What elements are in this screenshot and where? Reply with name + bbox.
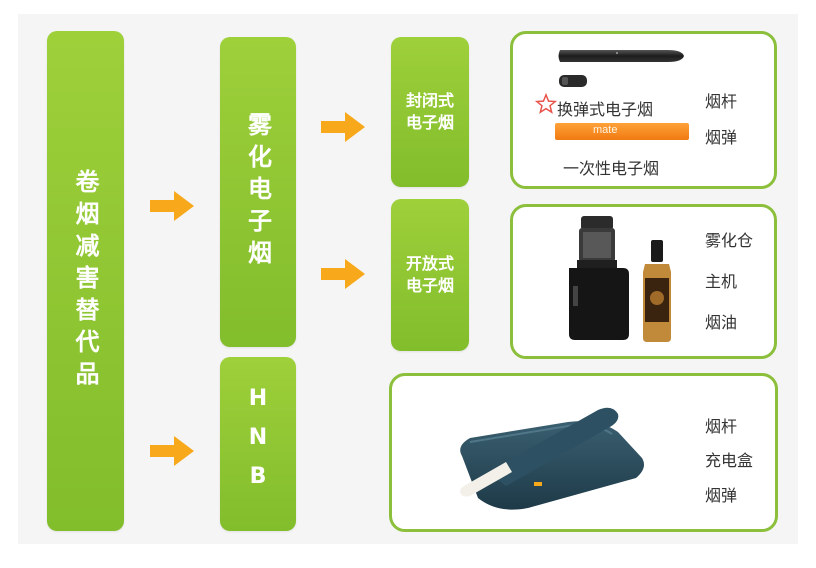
arrow-right-icon: [321, 259, 365, 289]
component-label: 主机: [705, 272, 738, 291]
component-label: 烟弹: [705, 128, 738, 147]
subtype-node-closed-label: 封闭式电子烟: [405, 91, 454, 132]
pod-cartridge-image: [559, 75, 587, 87]
root-node-label: 卷烟减害替代品: [71, 169, 99, 393]
component-label: 充电盒: [705, 451, 754, 470]
box-mod-image: [569, 216, 671, 342]
component-label: 烟杆: [705, 417, 738, 436]
subtype-node-open-label: 开放式电子烟: [405, 254, 454, 295]
hnb-device-image: [460, 407, 644, 510]
pod-device-image: [558, 50, 684, 62]
device-brand-text: mate: [593, 124, 618, 136]
variant-disposable-label: 一次性电子烟: [563, 159, 660, 178]
category-node-hnb-label: HNB: [245, 385, 271, 503]
star-icon: [535, 93, 557, 114]
category-node-hnb: HNB: [220, 357, 296, 531]
root-node: 卷烟减害替代品: [47, 31, 124, 531]
subtype-node-closed: 封闭式电子烟: [391, 37, 469, 187]
component-label: 雾化仓: [705, 231, 754, 250]
variant-refill-label: 换弹式电子烟: [557, 100, 654, 119]
component-label: 烟油: [705, 313, 738, 332]
arrow-right-icon: [321, 112, 365, 142]
category-node-vape: 雾化电子烟: [220, 37, 296, 347]
component-label: 烟杆: [705, 92, 738, 111]
arrow-right-icon: [150, 436, 194, 466]
disposable-device-image: mate: [555, 123, 689, 140]
category-node-vape-label: 雾化电子烟: [243, 112, 272, 272]
subtype-node-open: 开放式电子烟: [391, 199, 469, 351]
arrow-right-icon: [150, 191, 194, 221]
component-label: 烟弹: [705, 486, 738, 505]
